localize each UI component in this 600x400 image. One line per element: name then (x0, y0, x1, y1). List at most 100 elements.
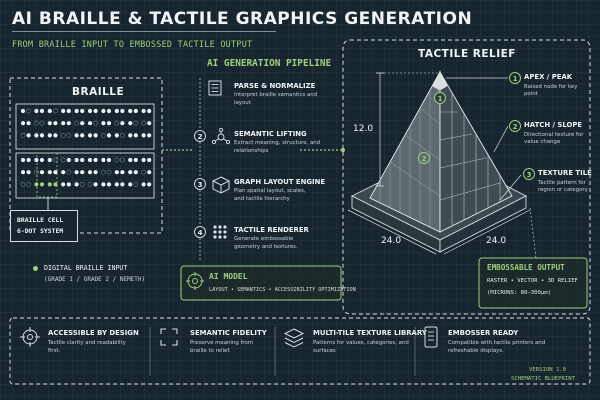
braille-dot (74, 108, 79, 114)
footer-texture-title: MULTI-TILE TEXTURE LIBRARY (313, 329, 427, 337)
step-3-badge: 3 (194, 178, 206, 190)
braille-dot (53, 170, 58, 175)
braille-dot (53, 121, 58, 126)
braille-dot (74, 120, 79, 126)
footer-texture-desc: Patterns for values, categories, and sur… (313, 340, 409, 354)
footer-fidelity-desc: Preserve meaning from braille to relief. (190, 340, 254, 354)
braille-dot (133, 181, 139, 187)
braille-dot (93, 108, 98, 114)
braille-dot (26, 157, 31, 163)
braille-dot (101, 121, 106, 126)
braille-dot (128, 170, 133, 175)
braille-dot (20, 121, 26, 126)
braille-cell-label: BRAILLE CELL (17, 216, 64, 224)
network-icon (211, 127, 231, 145)
output-microns: (MICRONS: 80–300μm) (487, 290, 551, 296)
pyramid-marker-2: 2 (418, 152, 430, 164)
braille-cell-label-box: BRAILLE CELL 6-DOT SYSTEM (10, 210, 78, 242)
braille-dot (141, 157, 146, 163)
braille-panel-title: BRAILLE (72, 86, 125, 98)
braille-dot (101, 157, 106, 163)
corner-brackets-icon (160, 328, 178, 346)
step-3-desc: Plan spatial layout, scales, and tactile… (234, 188, 306, 202)
braille-dot (114, 108, 119, 114)
braille-dot (141, 120, 146, 126)
braille-dot (34, 133, 39, 138)
braille-dot (147, 182, 152, 187)
braille-dot (26, 170, 31, 175)
footer-accessible-title: ACCESSIBLE BY DESIGN (48, 329, 139, 337)
braille-dot (106, 182, 112, 187)
braille-dot (39, 133, 45, 138)
footer-embosser-title: EMBOSSER READY (448, 329, 519, 337)
braille-dot (106, 121, 112, 126)
braille-dot (114, 182, 119, 187)
braille-dot (141, 133, 146, 138)
braille-dot (53, 133, 58, 138)
braille-dot (80, 170, 85, 175)
braille-dot (114, 157, 120, 163)
braille-dot (61, 108, 66, 114)
page-subtitle: FROM BRAILLE INPUT TO EMBOSSED TACTILE O… (12, 39, 253, 49)
braille-dot (79, 181, 85, 187)
width-left-label: 24.0 (381, 236, 402, 246)
annotation-1-badge: 1 (509, 72, 521, 84)
braille-dot (87, 170, 93, 175)
braille-dot (74, 157, 79, 163)
step-2-title: SEMANTIC LIFTING (234, 130, 307, 138)
braille-dot (128, 133, 133, 138)
embosser-icon (424, 326, 438, 348)
step-3-title: GRAPH LAYOUT ENGINE (234, 178, 326, 186)
braille-dot (47, 182, 52, 187)
braille-dot (101, 108, 106, 114)
braille-block-top (15, 103, 155, 150)
braille-dot (66, 182, 71, 187)
braille-dot (47, 170, 52, 175)
step-1-desc: Interpret braille semantics and layout (234, 92, 318, 106)
braille-dot (74, 133, 79, 138)
step-1-title: PARSE & NORMALIZE (234, 82, 316, 90)
braille-dot (120, 108, 125, 114)
footer-panel-border (9, 317, 591, 385)
output-formats: RASTER • VECTOR • 3D RELIEF (487, 278, 578, 284)
relief-entry-dot (341, 148, 345, 152)
braille-dot (26, 133, 31, 138)
braille-dot (133, 108, 138, 114)
crosshair-icon (20, 327, 40, 347)
braille-dot (147, 133, 152, 138)
braille-dot (47, 133, 52, 138)
braille-dot (93, 157, 98, 163)
braille-dot (141, 108, 146, 114)
braille-dot (39, 120, 45, 126)
braille-dot (80, 108, 85, 114)
dot-grid-icon (213, 225, 227, 239)
braille-dot (128, 157, 133, 163)
braille-dot (141, 182, 146, 187)
braille-dot (66, 108, 71, 114)
braille-dot (66, 132, 72, 138)
braille-dot (20, 132, 26, 138)
annotation-2-badge: 2 (509, 120, 521, 132)
braille-dot (128, 108, 133, 114)
braille-dot (147, 170, 152, 175)
annotation-3-badge: 3 (523, 168, 535, 180)
braille-dot (34, 182, 39, 187)
step-2-badge: 2 (194, 130, 206, 142)
braille-dot (74, 170, 79, 175)
braille-dot (128, 121, 133, 126)
braille-dot (66, 121, 71, 126)
braille-system-label: 6-DOT SYSTEM (17, 227, 64, 235)
step-2-desc: Extract meaning, structure, and relation… (234, 140, 321, 154)
braille-dot (120, 132, 125, 138)
step-4-desc: Generate embossable geometry and texture… (234, 236, 298, 250)
braille-dot (87, 121, 93, 126)
braille-block-bottom (15, 152, 155, 199)
braille-dot (87, 181, 93, 187)
braille-dot (141, 169, 146, 175)
braille-dot (114, 120, 120, 126)
braille-dot (34, 108, 39, 114)
input-dot (33, 266, 38, 271)
braille-dot (87, 108, 93, 114)
